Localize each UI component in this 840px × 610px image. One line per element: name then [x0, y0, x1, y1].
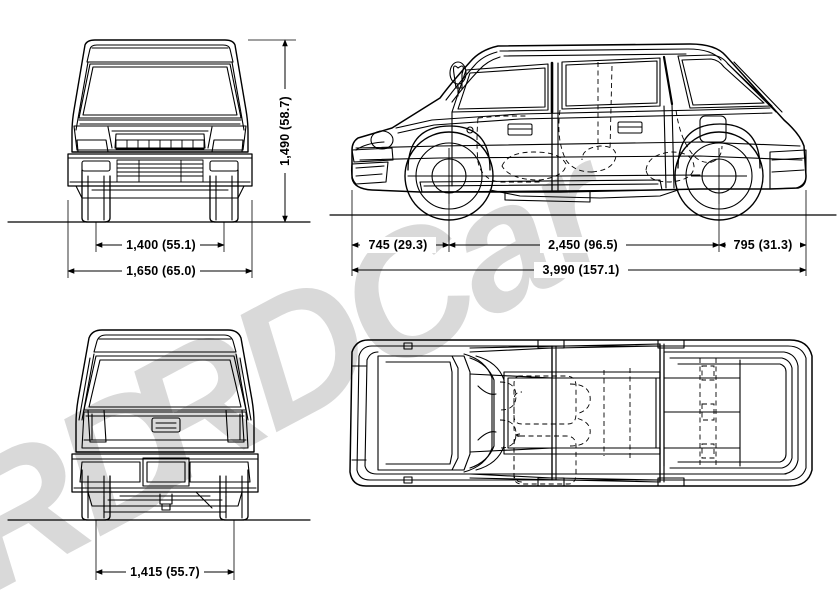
dim-overall-width: 1,650 (65.0)	[126, 264, 196, 278]
top-view-drawing	[349, 339, 813, 487]
side-view-drawing	[329, 43, 837, 221]
dim-overall-length: 3,990 (157.1)	[543, 263, 620, 277]
rear-view-drawing	[7, 329, 311, 521]
dim-front-track: 1,400 (55.1)	[126, 238, 196, 252]
front-view-dimension-labels: 1,400 (55.1) 1,650 (65.0) 1,490 (58.7)	[122, 89, 293, 279]
rear-view-dimension-labels: 1,415 (55.7)	[126, 564, 204, 580]
side-view-dimension-labels: 745 (29.3) 2,450 (96.5) 795 (31.3) 3,990…	[360, 237, 800, 278]
dim-rear-overhang: 795 (31.3)	[734, 238, 793, 252]
dim-front-overhang: 745 (29.3)	[369, 238, 428, 252]
dim-wheelbase: 2,450 (96.5)	[548, 238, 618, 252]
dim-rear-track: 1,415 (55.7)	[130, 565, 200, 579]
side-view-hidden-lines	[476, 62, 723, 183]
front-view-drawing	[7, 39, 311, 223]
dim-overall-height: 1,490 (58.7)	[278, 96, 292, 166]
top-view-hidden-lines	[499, 358, 717, 485]
side-view-wheel-centerlines	[421, 148, 747, 204]
